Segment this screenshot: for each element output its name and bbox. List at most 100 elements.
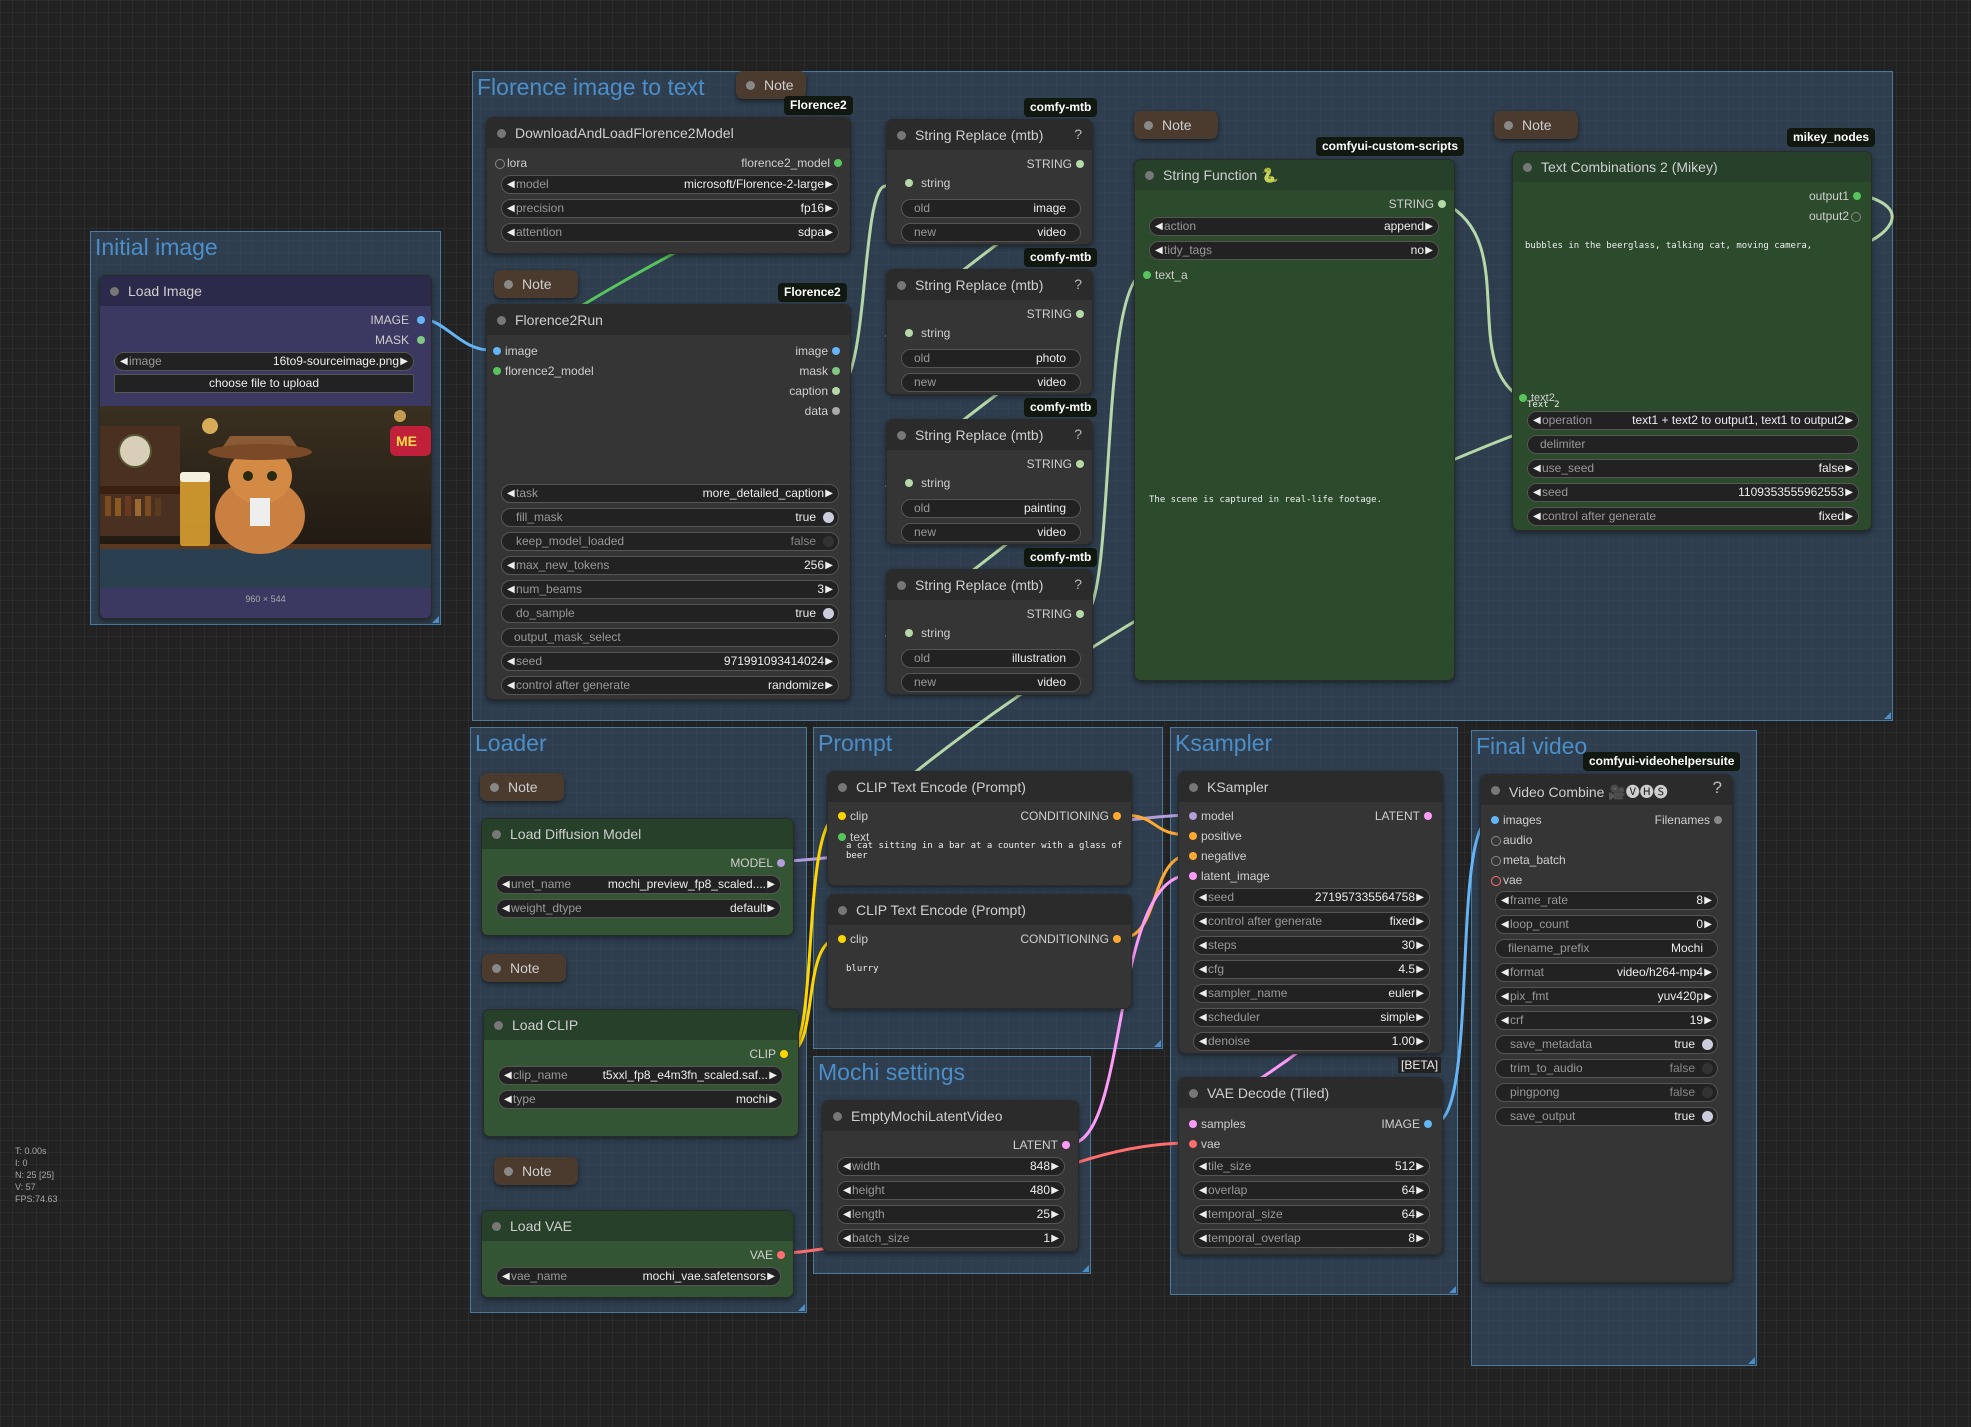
node-download-florence2[interactable]: DownloadAndLoadFlorence2Model lora flore… [486,117,851,254]
input-dot[interactable] [1491,856,1501,866]
output-model[interactable]: MODEL [730,855,785,871]
output-filenames[interactable]: Filenames [1655,812,1722,828]
right-arrow-icon[interactable]: ▶ [825,584,833,595]
prompt-textarea[interactable]: blurry [846,964,879,974]
note-node[interactable]: Note [494,270,578,298]
right-arrow-icon[interactable]: ▶ [1704,1015,1712,1026]
collapse-dot[interactable] [838,783,847,792]
text1-textarea[interactable]: bubbles in the beerglass, talking cat, m… [1525,241,1813,251]
left-arrow-icon[interactable]: ◀ [507,179,515,190]
help-icon[interactable]: ? [1712,778,1722,797]
input-image[interactable]: image [493,343,538,359]
input-dot[interactable] [1491,836,1501,846]
input-dot[interactable] [1491,816,1499,824]
right-arrow-icon[interactable]: ▶ [1416,964,1424,975]
resize-handle[interactable] [798,1304,805,1311]
collapse-dot[interactable] [1491,786,1500,795]
output-dot[interactable] [832,367,840,375]
input-lora[interactable]: lora [495,155,527,171]
input-samples[interactable]: samples [1189,1116,1246,1132]
collapse-dot[interactable] [1144,121,1153,130]
input-string[interactable]: string [905,175,950,191]
output-dot[interactable] [1076,610,1084,618]
collapse-dot[interactable] [897,131,906,140]
note-node[interactable]: Note [482,954,566,982]
input-dot[interactable] [493,367,501,375]
output-dot[interactable] [832,387,840,395]
output-data[interactable]: data [805,403,840,419]
node-video-combine[interactable]: Video Combine 🎥🅥🅗🅢? images audio meta_ba… [1480,774,1733,1283]
left-arrow-icon[interactable]: ◀ [1155,245,1163,256]
right-arrow-icon[interactable]: ▶ [1416,1012,1424,1023]
output-vae[interactable]: VAE [750,1247,785,1263]
output-conditioning[interactable]: CONDITIONING [1020,931,1121,947]
left-arrow-icon[interactable]: ◀ [507,680,515,691]
right-arrow-icon[interactable]: ▶ [1416,892,1424,903]
note-node[interactable]: Note [1494,111,1578,139]
right-arrow-icon[interactable]: ▶ [825,203,833,214]
input-latent-image[interactable]: latent_image [1189,868,1270,884]
node-title-bar[interactable]: Text Combinations 2 (Mikey) [1513,152,1871,182]
left-arrow-icon[interactable]: ◀ [1501,991,1509,1002]
input-dot[interactable] [838,935,846,943]
left-arrow-icon[interactable]: ◀ [1199,1209,1207,1220]
right-arrow-icon[interactable]: ▶ [1704,895,1712,906]
collapse-dot[interactable] [1189,1089,1198,1098]
input-positive[interactable]: positive [1189,828,1242,844]
left-arrow-icon[interactable]: ◀ [1199,916,1207,927]
left-arrow-icon[interactable]: ◀ [1199,1185,1207,1196]
output-dot[interactable] [1714,816,1722,824]
left-arrow-icon[interactable]: ◀ [1199,1233,1207,1244]
input-string[interactable]: string [905,475,950,491]
right-arrow-icon[interactable]: ▶ [1845,463,1853,474]
collapse-dot[interactable] [504,280,513,289]
input-dot[interactable] [1189,832,1197,840]
output-image[interactable]: IMAGE [370,312,425,328]
collapse-dot[interactable] [897,581,906,590]
left-arrow-icon[interactable]: ◀ [1199,1036,1207,1047]
node-title-bar[interactable]: CLIP Text Encode (Prompt) [828,772,1131,802]
toggle-knob[interactable] [1702,1063,1713,1074]
node-load-image[interactable]: Load Image IMAGE MASK ◀ image 16to9-sour… [99,275,432,619]
output-string[interactable]: STRING [1027,456,1084,472]
input-text2[interactable]: text2 [1519,390,1555,406]
left-arrow-icon[interactable]: ◀ [1533,463,1541,474]
left-arrow-icon[interactable]: ◀ [502,879,510,890]
input-dot[interactable] [495,159,505,169]
output-caption[interactable]: caption [789,383,840,399]
toggle-knob[interactable] [1702,1111,1713,1122]
output-string[interactable]: STRING [1027,606,1084,622]
right-arrow-icon[interactable]: ▶ [1416,1209,1424,1220]
input-clip[interactable]: clip [838,808,868,824]
node-title-bar[interactable]: String Replace (mtb)? [887,570,1092,600]
input-string[interactable]: string [905,625,950,641]
output-latent[interactable]: LATENT [1013,1137,1070,1153]
toggle-knob[interactable] [1702,1039,1713,1050]
resize-handle[interactable] [1449,1286,1456,1293]
output-string[interactable]: STRING [1027,156,1084,172]
right-arrow-icon[interactable]: ▶ [1845,511,1853,522]
node-clip-text-encode-positive[interactable]: CLIP Text Encode (Prompt) clip text COND… [827,771,1132,886]
output-dot[interactable] [1424,1120,1432,1128]
left-arrow-icon[interactable]: ◀ [504,1070,512,1081]
